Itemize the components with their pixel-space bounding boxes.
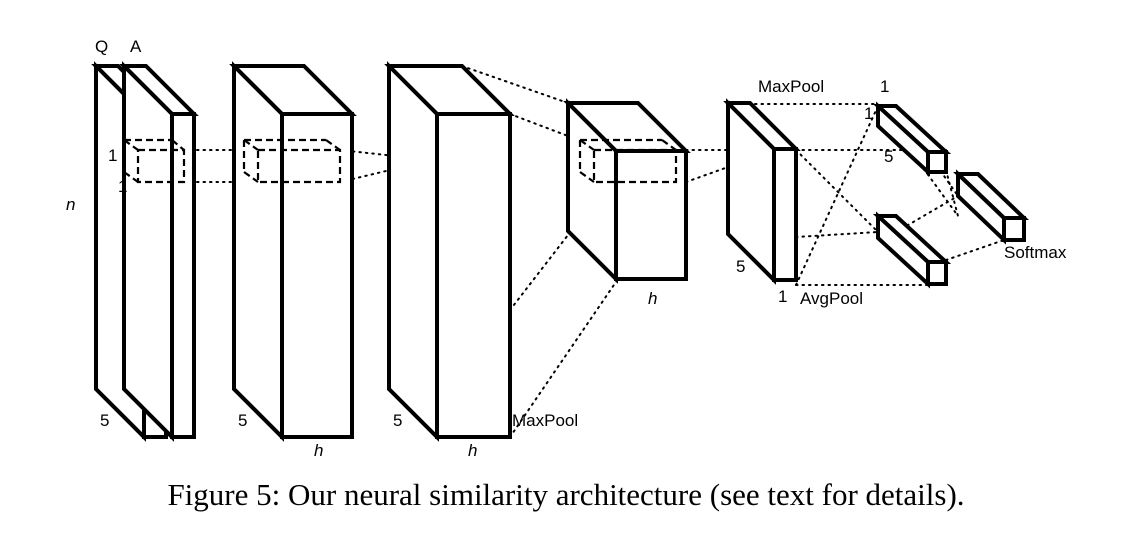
thin-conv-block: [723, 98, 801, 285]
avgpool-bar: [872, 211, 952, 289]
filter-window-2: [242, 138, 342, 184]
label-five-3: 5: [393, 411, 402, 430]
label-avgpool: AvgPool: [800, 289, 863, 308]
label-h-4: h: [648, 289, 657, 308]
label-one-top: 1: [108, 146, 117, 165]
label-one-pool-top: 1: [880, 77, 889, 96]
label-a: A: [130, 37, 142, 56]
conv-block-maxpool: [384, 61, 515, 442]
input-block-a: [119, 61, 199, 442]
label-maxpool-bottom: MaxPool: [512, 411, 578, 430]
maxpool-bar: [872, 101, 952, 177]
label-n: n: [66, 195, 75, 214]
label-one-side: 1: [118, 177, 127, 196]
figure-caption: Figure 5: Our neural similarity architec…: [167, 477, 964, 512]
label-one-pool-side: 1: [864, 104, 873, 123]
conv-block: [229, 61, 357, 442]
label-five-pool: 5: [884, 147, 893, 166]
label-five-1: 5: [100, 411, 109, 430]
label-softmax: Softmax: [1004, 243, 1067, 262]
label-one-5: 1: [778, 287, 787, 306]
softmax-bar: [953, 169, 1029, 245]
pooled-block: [563, 98, 691, 284]
label-five-2: 5: [238, 411, 247, 430]
label-maxpool-top: MaxPool: [758, 77, 824, 96]
label-h-3: h: [468, 441, 477, 460]
label-q: Q: [95, 37, 108, 56]
filter-window-3: [578, 138, 678, 184]
label-five-5: 5: [736, 257, 745, 276]
label-h-2: h: [314, 441, 323, 460]
filter-window-1: [122, 138, 186, 184]
